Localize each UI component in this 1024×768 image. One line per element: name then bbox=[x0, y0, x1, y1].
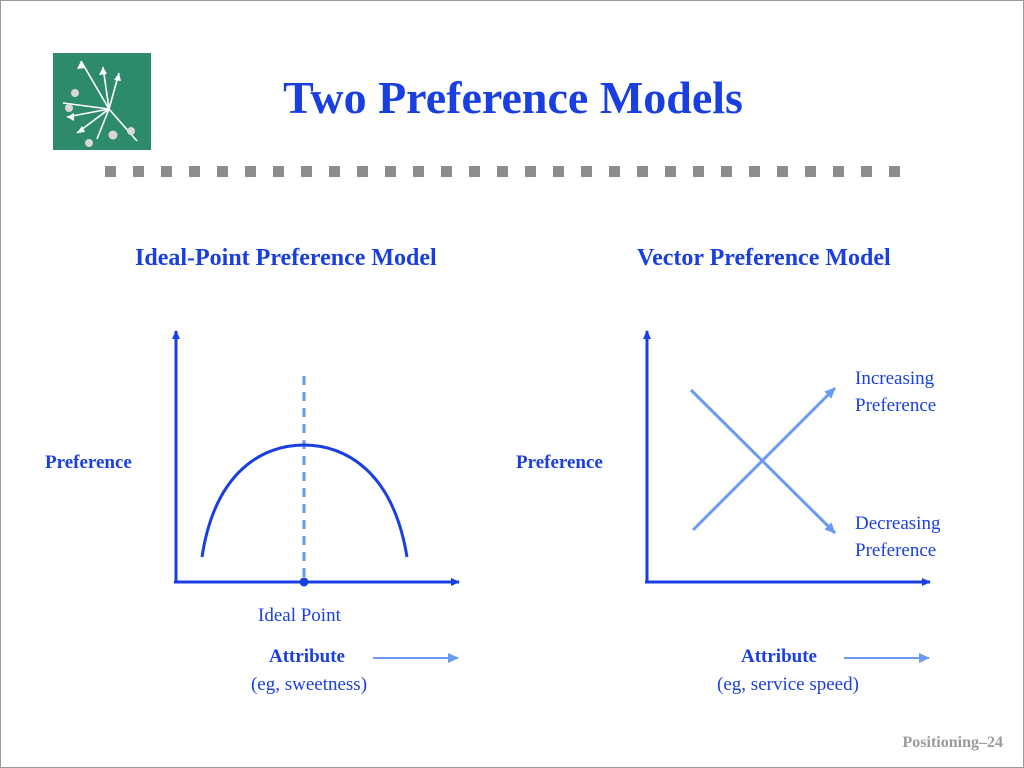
decreasing-preference-vector bbox=[689, 388, 837, 535]
ideal-point-label: Ideal Point bbox=[258, 605, 341, 626]
vector-model-y-label: Preference bbox=[516, 452, 603, 473]
slide-title: Two Preference Models bbox=[283, 72, 743, 123]
ideal-point-axes bbox=[172, 330, 460, 586]
increasing-label-line1: Increasing bbox=[855, 368, 935, 389]
vector-model-heading: Vector Preference Model bbox=[637, 245, 891, 271]
decreasing-preference-label: Decreasing Preference bbox=[855, 510, 940, 564]
decreasing-label-line2: Preference bbox=[855, 540, 937, 561]
vector-model-attribute-example: (eg, service speed) bbox=[717, 674, 859, 695]
ideal-point-marker bbox=[299, 577, 309, 587]
vector-diagram-logo-icon bbox=[53, 53, 151, 150]
ideal-point-attribute-example: (eg, sweetness) bbox=[250, 674, 368, 695]
increasing-preference-vector bbox=[691, 386, 837, 532]
vector-model-attribute-label: Attribute bbox=[741, 646, 817, 667]
increasing-preference-label: Increasing Preference bbox=[855, 365, 936, 419]
ideal-point-preference-curve bbox=[200, 443, 409, 558]
ideal-point-y-label: Preference bbox=[45, 452, 132, 473]
increasing-label-line2: Preference bbox=[855, 395, 937, 416]
ideal-point-attribute-label: Attribute bbox=[269, 646, 345, 667]
vector-model-axes bbox=[643, 330, 931, 586]
decreasing-label-line1: Decreasing bbox=[855, 513, 941, 534]
title-divider bbox=[105, 166, 900, 177]
ideal-point-heading: Ideal-Point Preference Model bbox=[135, 245, 437, 271]
slide-footer: Positioning–24 bbox=[902, 734, 1003, 751]
